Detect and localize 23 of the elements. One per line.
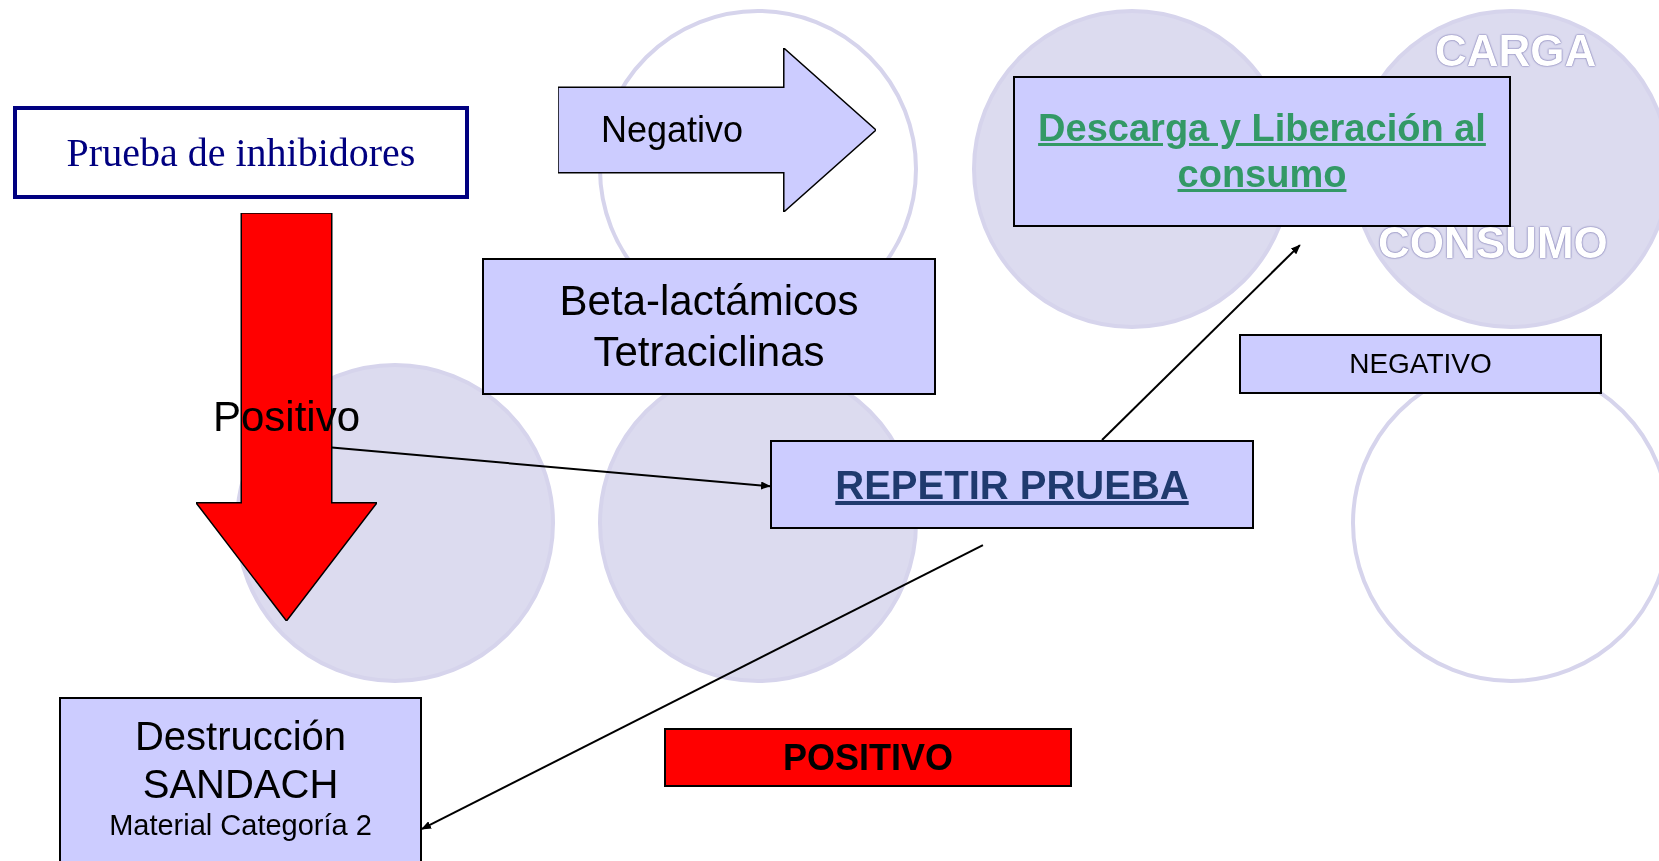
process-box bbox=[482, 258, 936, 395]
background-label: CONSUMO bbox=[1378, 218, 1608, 268]
node-text: Destrucción SANDACH bbox=[133, 712, 348, 808]
process-box bbox=[1013, 76, 1511, 227]
process-box bbox=[59, 697, 422, 861]
process-box bbox=[1239, 334, 1602, 394]
arrow bbox=[421, 544, 984, 830]
block-arrow bbox=[558, 48, 876, 212]
node-text: NEGATIVO bbox=[1349, 347, 1492, 381]
block-arrow bbox=[196, 213, 377, 621]
arrow bbox=[1101, 244, 1301, 441]
process-box bbox=[770, 440, 1254, 529]
arrow bbox=[330, 446, 771, 490]
node-text: REPETIR PRUEBA bbox=[835, 461, 1189, 509]
node-text: Negativo bbox=[600, 108, 744, 152]
process-box bbox=[664, 728, 1072, 787]
node-text: POSITIVO bbox=[782, 735, 953, 780]
process-box bbox=[13, 106, 469, 199]
node-text: Prueba de inhibidores bbox=[66, 128, 416, 177]
node-text: Beta-lactámicos Tetraciclinas bbox=[558, 276, 860, 377]
node-text: Descarga y Liberación al consumo bbox=[1037, 105, 1487, 197]
node-subtext: Material Categoría 2 bbox=[109, 807, 372, 843]
background-label: CARGA bbox=[1435, 26, 1597, 76]
